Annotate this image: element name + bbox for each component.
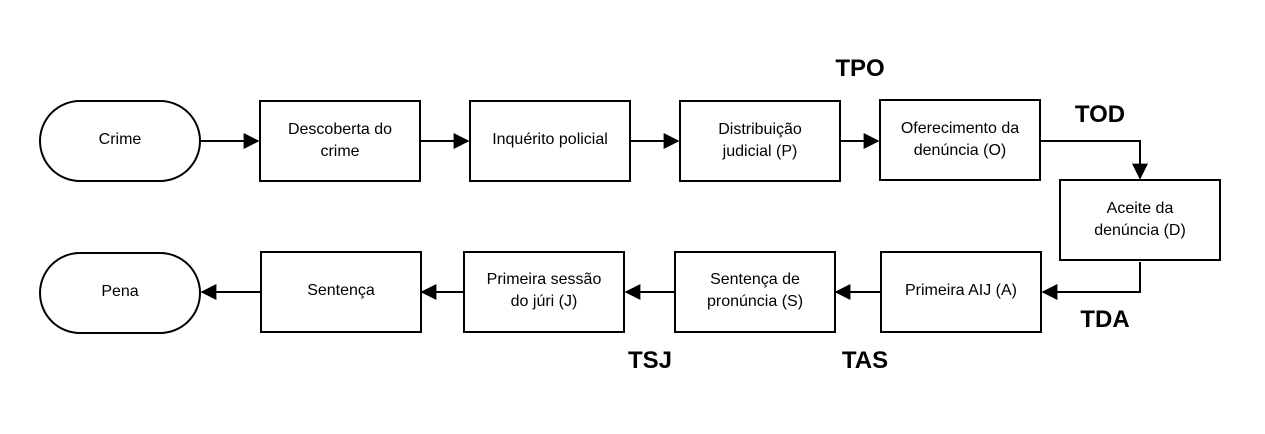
node-distribuicao: Distribuição judicial (P) bbox=[679, 100, 841, 182]
node-sentenca: Sentença bbox=[260, 251, 422, 333]
node-pena: Pena bbox=[39, 252, 201, 334]
node-descoberta: Descoberta do crime bbox=[259, 100, 421, 182]
node-sentenca-pronuncia-label-line1: Sentença de bbox=[710, 271, 800, 288]
node-sentenca-pronuncia-label-line2: pronúncia (S) bbox=[707, 293, 803, 310]
label-tod: TOD bbox=[1075, 101, 1125, 128]
edge-oferecimento-to-aceite bbox=[1040, 140, 1148, 180]
label-tda: TDA bbox=[1080, 306, 1129, 333]
label-tpo: TPO bbox=[835, 55, 884, 82]
node-pena-label: Pena bbox=[101, 283, 138, 300]
node-aceite: Aceite da denúncia (D) bbox=[1059, 179, 1221, 261]
node-sentenca-label: Sentença bbox=[307, 282, 375, 299]
node-oferecimento-label-line2: denúncia (O) bbox=[914, 142, 1007, 159]
node-descoberta-label-line1: Descoberta do bbox=[288, 121, 392, 138]
node-primeira-aij: Primeira AIJ (A) bbox=[880, 251, 1042, 333]
node-aceite-label-line1: Aceite da bbox=[1107, 200, 1174, 217]
node-oferecimento-label-line1: Oferecimento da bbox=[901, 120, 1019, 137]
node-descoberta-label-line2: crime bbox=[320, 143, 359, 160]
node-distribuicao-label-line2: judicial (P) bbox=[722, 143, 798, 160]
edge-aceite-to-primeira-aij bbox=[1041, 262, 1141, 300]
node-crime: Crime bbox=[39, 100, 201, 182]
node-primeira-sessao: Primeira sessão do júri (J) bbox=[463, 251, 625, 333]
node-sentenca-pronuncia: Sentença de pronúncia (S) bbox=[674, 251, 836, 333]
node-primeira-aij-label: Primeira AIJ (A) bbox=[905, 282, 1017, 299]
node-primeira-sessao-label-line1: Primeira sessão bbox=[487, 271, 602, 288]
label-tas: TAS bbox=[842, 347, 888, 374]
node-inquerito-label: Inquérito policial bbox=[492, 131, 608, 148]
node-inquerito: Inquérito policial bbox=[469, 100, 631, 182]
node-primeira-sessao-label-line2: do júri (J) bbox=[511, 293, 578, 310]
node-aceite-label-line2: denúncia (D) bbox=[1094, 222, 1186, 239]
node-crime-label: Crime bbox=[99, 131, 142, 148]
node-oferecimento: Oferecimento da denúncia (O) bbox=[879, 99, 1041, 181]
node-distribuicao-label-line1: Distribuição bbox=[718, 121, 802, 138]
label-tsj: TSJ bbox=[628, 347, 672, 374]
